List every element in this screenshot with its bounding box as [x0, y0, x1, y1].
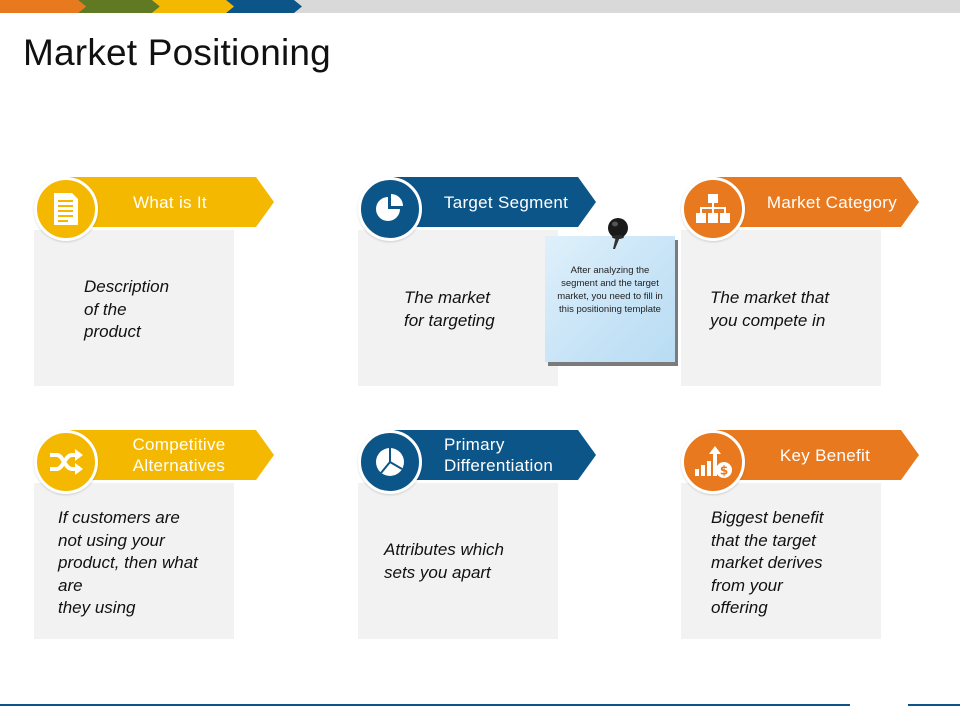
banner-key-benefit: Key Benefit [716, 430, 919, 480]
banner-competitive-alternatives: Competitive Alternatives [70, 430, 274, 480]
card-icon-circle [358, 177, 422, 241]
card-icon-circle [34, 177, 98, 241]
sticky-note: After analyzing the segment and the targ… [545, 236, 675, 362]
card-icon-circle [681, 177, 745, 241]
sticky-note-paper [545, 236, 675, 362]
bottom-rule [0, 704, 960, 706]
hierarchy-icon [696, 194, 730, 223]
top-color-bar [0, 0, 960, 13]
card-icon-circle [34, 430, 98, 494]
card-icon-circle: $ [681, 430, 745, 494]
card-description: The market that you compete in [710, 288, 830, 330]
banner-target-segment: Target Segment [394, 177, 596, 227]
pie-chart-icon [376, 448, 404, 476]
card-description: If customers are not using your product,… [58, 508, 198, 617]
card-heading: Primary Differentiation [444, 435, 554, 475]
card-primary-differentiation [358, 483, 558, 639]
card-heading: Target Segment [443, 192, 569, 212]
card-market-category [681, 230, 881, 386]
card-heading: Market Category [766, 192, 898, 212]
svg-text:$: $ [720, 464, 728, 478]
card-heading: Competitive Alternatives [132, 435, 226, 475]
pie-chart-icon [376, 194, 403, 221]
card-description: Attributes which sets you apart [384, 540, 504, 582]
sticky-note-text: After analyzing the segment and the targ… [557, 265, 663, 315]
banner-what-is-it: What is It [70, 177, 274, 227]
document-icon [54, 193, 78, 225]
card-heading: Key Benefit [779, 445, 871, 465]
banner-primary-differentiation: Primary Differentiation [394, 430, 596, 480]
card-description: Description of the product [84, 277, 170, 341]
shuffle-icon [50, 449, 83, 475]
banner-market-category: Market Category [716, 177, 919, 227]
card-heading: What is It [133, 192, 207, 212]
growth-dollar-icon: $ [695, 446, 732, 478]
push-pin-icon [608, 218, 628, 249]
card-key-benefit [681, 483, 881, 639]
card-icon-circle [358, 430, 422, 494]
card-description: The market for targeting [404, 288, 495, 330]
card-description: Biggest benefit that the target market d… [711, 508, 824, 617]
card-target-segment [358, 230, 558, 386]
page-title: Market Positioning [23, 32, 331, 73]
card-competitive-alternatives [34, 483, 234, 639]
card-what-is-it [34, 230, 234, 386]
